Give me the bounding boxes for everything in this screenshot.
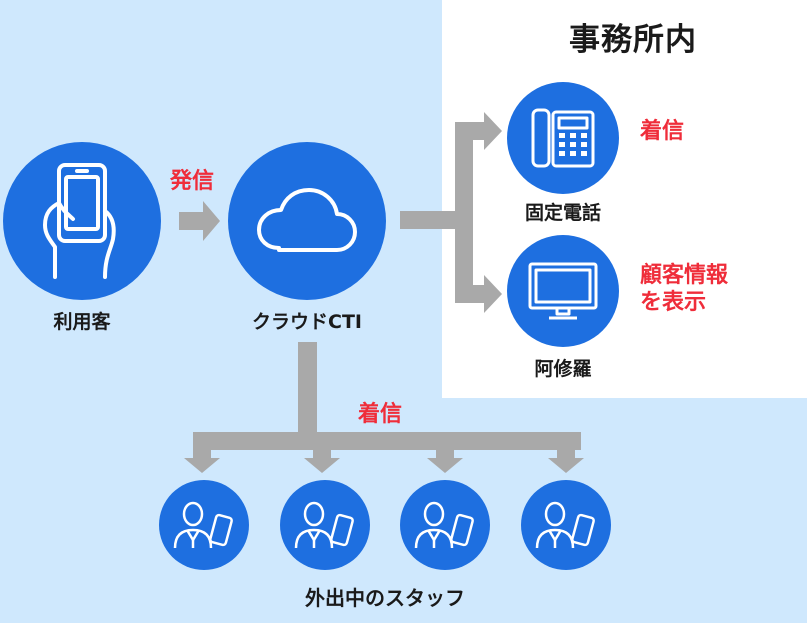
landline-status: 着信	[640, 119, 685, 144]
landline-label: 固定電話	[524, 202, 601, 224]
ashura-label: 阿修羅	[534, 358, 592, 380]
staff-node-1	[159, 480, 249, 570]
customer-label: 利用客	[53, 311, 111, 333]
landline-node	[507, 82, 619, 194]
staff-status: 着信	[358, 402, 403, 427]
office-title: 事務所内	[569, 22, 697, 58]
staff-label: 外出中のスタッフ	[305, 586, 465, 610]
arrow-to-staff-3	[427, 458, 463, 473]
arrow-to-ashura	[484, 275, 502, 313]
ashura-status-line2: を表示	[640, 290, 707, 315]
staff-with-phone-icon	[294, 501, 354, 549]
ashura-status: 顧客情報 を表示	[640, 262, 728, 316]
office-panel	[442, 0, 807, 398]
arrow-to-staff-1	[184, 458, 220, 473]
staff-node-2	[280, 480, 370, 570]
call-label: 発信	[170, 169, 215, 194]
cloud-cti-node	[228, 142, 386, 300]
office-trunk	[400, 211, 456, 229]
staff-with-phone-icon	[173, 501, 233, 549]
arrow-to-landline	[484, 112, 502, 150]
arrow-to-staff-2	[304, 458, 340, 473]
cloud-cti-label: クラウドCTI	[252, 311, 362, 333]
staff-with-phone-icon	[414, 501, 474, 549]
staff-node-4	[521, 480, 611, 570]
staff-trunk	[298, 342, 317, 436]
smartphone-hand-icon	[43, 163, 116, 279]
arrow-to-staff-4	[548, 458, 584, 473]
desk-phone-icon	[531, 108, 595, 168]
staff-branch	[193, 432, 581, 450]
call-arrow	[179, 201, 220, 241]
monitor-icon	[528, 262, 598, 320]
customer-node	[3, 142, 161, 300]
ashura-node	[507, 235, 619, 347]
staff-with-phone-icon	[535, 501, 595, 549]
staff-node-3	[400, 480, 490, 570]
ashura-status-line1: 顧客情報	[640, 263, 729, 288]
office-split-vertical	[455, 122, 473, 303]
cloud-icon	[257, 188, 357, 252]
